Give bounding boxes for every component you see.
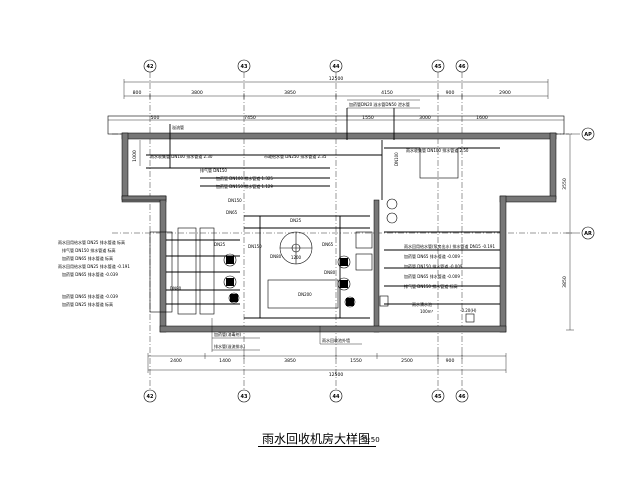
axis-bubbles-right: AP AR: [581, 127, 595, 240]
label-left-0: 雨水回用给水管 DN25 排水管道 标高: [58, 239, 125, 245]
left-equipment: [149, 227, 240, 315]
dimension-left: 1000: [132, 140, 141, 166]
top-pipes: [146, 99, 420, 200]
axis-label-ar: AR: [584, 231, 592, 237]
label-inner-12: DN100: [394, 152, 399, 166]
label-inner-9: -0.20(H): [460, 308, 477, 313]
label-bottom-2: 雨水回收池外墙: [322, 337, 350, 343]
label-top-0: 加药管DN20 溢水管DN50 泄水管: [349, 101, 410, 107]
dimension-right: 3550 3850: [562, 133, 574, 331]
dim-top-seg-4: 900: [446, 90, 455, 96]
axis-grid-vertical: [149, 72, 463, 390]
dim-bottom-seg-2: 3850: [284, 358, 296, 364]
axis-label-top-43: 43: [241, 64, 248, 70]
label-bottom-0: 加药管(消毒剂): [214, 331, 242, 337]
label-top-6: 加药管 DN150 排水管道 1.129: [216, 183, 273, 189]
axis-bubbles-bottom: 42 43 44 45 46: [143, 389, 469, 403]
dim-top-seg-5: 2900: [499, 90, 511, 96]
dimension-top: 12500 800 3800 3850 4150 900 2900: [123, 76, 549, 99]
labels-inner: DN65 DN25 DN150 DN80 DN65 1200 DN25 DN80…: [170, 152, 477, 314]
label-top-1: 溢流管: [172, 124, 184, 130]
label-left-6: 加药管 DN25 排水管道 标高: [62, 301, 113, 307]
dim-bottom-seg-1: 1400: [219, 358, 231, 364]
label-inner-7: DN80: [170, 286, 182, 291]
axis-label-bottom-46: 46: [459, 394, 466, 400]
axis-label-top-46: 46: [459, 64, 466, 70]
axis-label-bottom-44: 44: [333, 394, 340, 400]
label-inner-14: DN200: [298, 292, 312, 297]
dim-top-seg-1: 3800: [191, 90, 203, 96]
dim-inner-4: 1600: [476, 115, 488, 121]
label-right-1: 加药管 DN65 排水管道 -0.009: [404, 253, 460, 259]
dim-top-total: 12500: [329, 76, 344, 82]
dim-bottom-seg-0: 2400: [170, 358, 182, 364]
label-left-3: 雨水回用给水管 DN25 排水管道 -0.191: [58, 263, 130, 269]
label-top-5: 加药管 DN100 排水管道 1.325: [216, 175, 273, 181]
dim-inner-3: 3000: [419, 115, 431, 121]
labels-left: 雨水回用给水管 DN25 排水管道 标高 排气管 DN150 排水管道 标高 加…: [58, 239, 130, 307]
labels-right: 雨水回用给水管(泵房出水) 排水管道 DN15 -0.191 加药管 DN65 …: [404, 243, 495, 289]
axis-label-top-44: 44: [333, 64, 340, 70]
dim-bottom-total: 12500: [329, 372, 344, 378]
label-inner-8: DN80: [324, 270, 336, 275]
tank-room: [379, 147, 500, 323]
axis-label-bottom-43: 43: [241, 394, 248, 400]
central-equipment: [244, 215, 373, 319]
label-top-4: 排气管 DN150: [200, 167, 227, 173]
label-right-3: 加药管 DN65 排水管道 -0.009: [404, 273, 460, 279]
dimension-bottom: 2400 1400 3850 1550 2500 900 12500: [147, 353, 507, 378]
walls: [121, 132, 557, 333]
label-left-2: 加药管 DN65 排水管道 标高: [62, 255, 113, 261]
label-left-5: 加药管 DN65 排水管道 -0.039: [62, 293, 118, 299]
label-inner-13: DN150: [228, 198, 242, 203]
label-inner-10: 雨水清水池: [412, 301, 432, 307]
label-right-2: 加药管 DN150 排水管道 -0.009: [404, 263, 463, 269]
label-inner-5: 1200: [291, 255, 302, 260]
label-top-2: 雨水收集管 DN100 排水管道 2.30: [150, 153, 213, 159]
dim-bottom-seg-3: 1550: [350, 358, 362, 364]
dim-left-value: 1000: [132, 150, 138, 162]
label-right-0: 雨水回用给水管(泵房出水) 排水管道 DN15 -0.191: [404, 243, 495, 249]
label-left-1: 排气管 DN150 排水管道 标高: [62, 247, 116, 253]
drawing-scale: 1:50: [364, 436, 380, 444]
labels-top: 加药管DN20 溢水管DN50 泄水管 溢流管 雨水收集管 DN100 排水管道…: [150, 101, 469, 189]
label-inner-1: DN25: [290, 218, 302, 223]
dim-right-0: 3550: [562, 178, 568, 190]
dim-top-seg-0: 800: [133, 90, 142, 96]
axis-label-ap: AP: [584, 132, 592, 138]
dim-inner-1: 7450: [244, 115, 256, 121]
label-inner-11: 100m³: [420, 309, 434, 314]
axis-label-top-42: 42: [147, 64, 154, 70]
label-top-3: 市政给水管 DN250 排水管道 2.35: [264, 153, 327, 159]
dim-inner-0: 500: [151, 115, 160, 121]
label-inner-2: DN150: [248, 244, 262, 249]
axis-label-bottom-45: 45: [435, 394, 442, 400]
axis-grid-horizontal: [112, 133, 582, 234]
drawing-title: 雨水回收机房大样图: [262, 432, 371, 446]
label-bottom-1: 排水管(溢流排水): [214, 343, 246, 349]
label-inner-6: DN25: [214, 242, 226, 247]
label-left-4: 加药管 DN65 排水管道 -0.039: [62, 271, 118, 277]
title-underline: [258, 446, 376, 447]
dim-right-1: 3850: [562, 276, 568, 288]
label-top-7: 雨水收集管 DN100 排水管道 2.50: [406, 147, 469, 153]
axis-label-top-45: 45: [435, 64, 442, 70]
axis-bubbles-top: 42 43 44 45 46: [143, 59, 469, 73]
dim-bottom-seg-4: 2500: [401, 358, 413, 364]
dim-inner-2: 1550: [362, 115, 374, 121]
dim-bottom-seg-5: 900: [446, 358, 455, 364]
dim-top-seg-2: 3850: [284, 90, 296, 96]
label-inner-0: DN65: [226, 210, 238, 215]
label-inner-4: DN65: [322, 242, 334, 247]
labels-bottom: 加药管(消毒剂) 排水管(溢流排水) 雨水回收池外墙: [211, 318, 362, 352]
axis-label-bottom-42: 42: [147, 394, 154, 400]
dim-top-seg-3: 4150: [381, 90, 393, 96]
label-right-4: 排气管 DN150 排水管道 标高: [404, 283, 458, 289]
label-inner-3: DN80: [270, 254, 282, 259]
